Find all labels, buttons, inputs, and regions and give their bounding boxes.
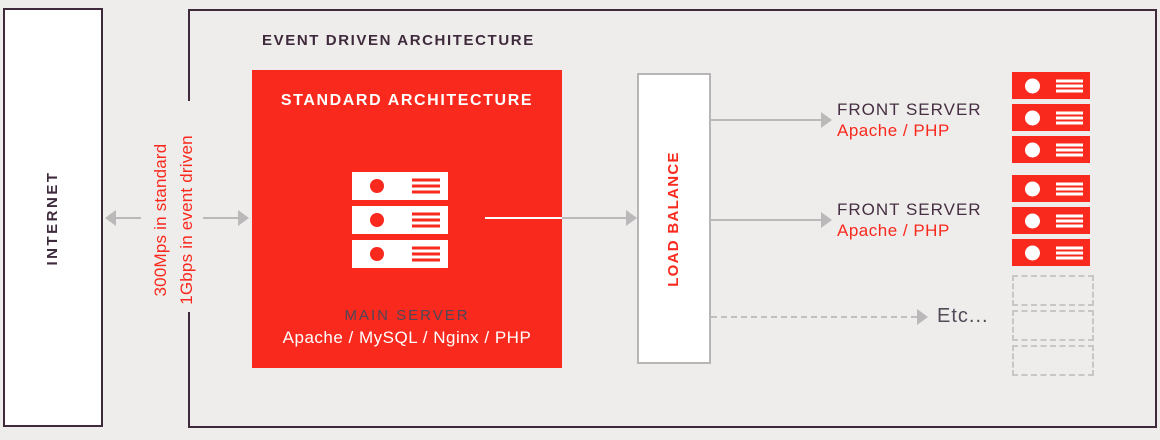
server-led-icon [370,179,384,193]
server-unit [1012,136,1090,163]
server-vents-icon [412,212,440,228]
arrowhead-left-icon [105,210,116,226]
bandwidth-note-line1: 300Mps in standard [151,143,170,297]
main-server-connector-white-segment [485,217,562,219]
server-vents-icon [1056,79,1083,92]
server-vents-icon [412,178,440,194]
load-balance-box [637,73,711,364]
server-unit [1012,175,1090,202]
server-unit [1012,239,1090,266]
panel-title: EVENT DRIVEN ARCHITECTURE [262,32,535,49]
server-led-icon [1025,213,1040,228]
server-vents-icon [1056,214,1083,227]
server-led-icon [1025,110,1040,125]
standard-architecture-title: STANDARD ARCHITECTURE [280,92,534,109]
main-server-connector-gray-segment [562,217,626,219]
front-server-1-icon [1012,72,1090,163]
server-unit [1012,275,1094,306]
server-unit [1012,207,1090,234]
server-led-icon [370,247,384,261]
panel-border-gap [185,101,193,312]
front-server-2-icon [1012,175,1090,266]
front-server-2-label: FRONT SERVER [837,200,982,219]
bandwidth-note-line2: 1Gbps in event driven [177,135,196,305]
arrowhead-right-icon [238,210,249,226]
server-unit [1012,72,1090,99]
server-unit [1012,104,1090,131]
main-server-icon [352,172,448,268]
lb-to-front-server-1-line [711,119,821,121]
arrowhead-right-icon [821,212,832,228]
server-led-icon [1025,181,1040,196]
arrowhead-right-icon [821,112,832,128]
internet-connection-line-right [203,217,238,219]
server-led-icon [1025,245,1040,260]
main-server-label: MAIN SERVER [344,307,470,324]
server-led-icon [1025,142,1040,157]
front-server-1-label: FRONT SERVER [837,100,982,119]
etc-label: Etc... [937,305,989,327]
arrowhead-right-icon [626,210,637,226]
server-unit [352,206,448,234]
server-vents-icon [1056,111,1083,124]
etc-server-placeholder-icon [1012,275,1094,376]
front-server-1-stack-label: Apache / PHP [837,121,950,140]
server-led-icon [1025,78,1040,93]
server-unit [352,172,448,200]
lb-to-front-server-2-line [711,219,821,221]
load-balance-label: LOAD BALANCE [665,151,682,287]
server-vents-icon [412,246,440,262]
server-led-icon [370,213,384,227]
server-vents-icon [1056,246,1083,259]
arrowhead-right-icon [917,309,928,325]
standard-architecture-box: STANDARD ARCHITECTURE MAIN SERVER Apache… [252,70,562,368]
server-vents-icon [1056,143,1083,156]
server-vents-icon [1056,182,1083,195]
server-unit [1012,345,1094,376]
front-server-2-stack-label: Apache / PHP [837,221,950,240]
main-server-stack-label: Apache / MySQL / Nginx / PHP [282,328,532,347]
bandwidth-note: 300Mps in standard 1Gbps in event driven [148,118,202,322]
internet-label: INTERNET [44,170,61,266]
server-unit [1012,310,1094,341]
internet-connection-line-left [114,217,141,219]
internet-box [3,8,103,427]
lb-to-etc-dashed-line [711,316,917,318]
server-unit [352,240,448,268]
